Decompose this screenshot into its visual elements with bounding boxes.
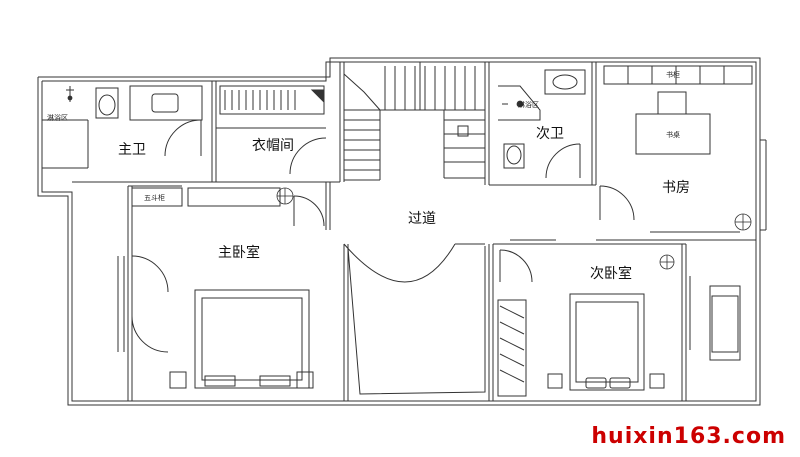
stair-and-corridor <box>326 62 490 401</box>
fixture-label-bucket-cabinet: 五斗柜 <box>144 194 165 202</box>
room-label-second-bath: 次卫 <box>536 126 564 142</box>
room-label-cloakroom: 衣帽间 <box>252 138 294 154</box>
room-label-corridor: 过道 <box>408 211 436 227</box>
fixture-label-desk: 书桌 <box>666 131 680 139</box>
master-bath-walls <box>42 81 217 183</box>
ceiling-fixtures <box>67 95 752 270</box>
room-label-master-bath: 主卫 <box>118 142 146 158</box>
outer-walls <box>37 57 761 406</box>
fixture-label-shower-second: 淋浴区 <box>518 101 539 109</box>
cloakroom-walls <box>216 85 327 183</box>
second-bath-walls <box>489 62 597 186</box>
room-label-study: 书房 <box>662 180 690 196</box>
right-railing <box>760 139 767 231</box>
room-label-master-bedroom: 主卧室 <box>218 245 260 261</box>
master-bedroom-walls <box>123 182 331 401</box>
fixture-label-shower-master: 淋浴区 <box>47 114 68 122</box>
fixture-label-bookshelf: 书柜 <box>666 71 680 79</box>
study-walls <box>596 65 756 241</box>
watermark: huixin163.com <box>591 424 786 449</box>
second-bedroom-walls <box>488 239 741 401</box>
room-label-second-bedroom: 次卧室 <box>590 266 632 282</box>
